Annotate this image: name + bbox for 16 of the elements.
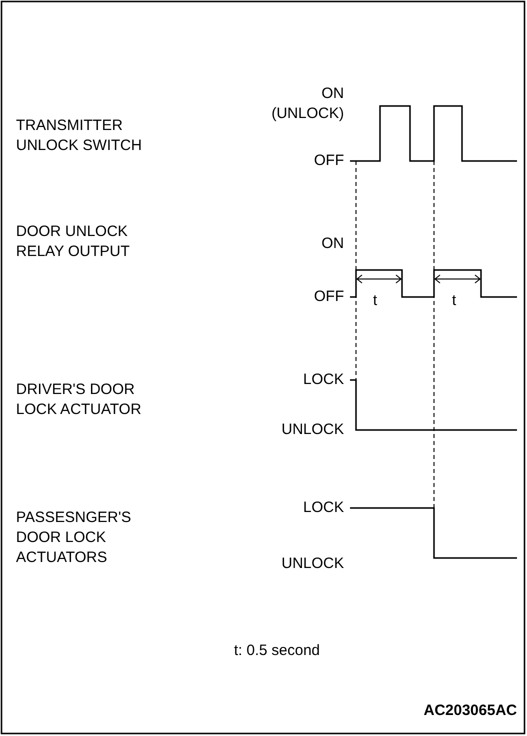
signal-name: PASSESNGER'S DOOR LOCK ACTUATORS xyxy=(16,508,132,568)
state-label: LOCK xyxy=(303,498,344,518)
figure-code: AC203065AC xyxy=(424,701,517,721)
state-label: ON (UNLOCK) xyxy=(270,84,344,124)
note-text: t: 0.5 second xyxy=(234,641,320,661)
dimension-label: t xyxy=(373,291,378,311)
state-label: OFF xyxy=(314,151,344,171)
state-label: LOCK xyxy=(303,370,344,390)
state-label: ON xyxy=(322,234,344,254)
signal-name: TRANSMITTER UNLOCK SWITCH xyxy=(16,116,143,156)
signal-name: DOOR UNLOCK RELAY OUTPUT xyxy=(16,222,131,262)
signal-name: DRIVER'S DOOR LOCK ACTUATOR xyxy=(16,380,142,420)
state-label: UNLOCK xyxy=(281,420,344,440)
state-label: UNLOCK xyxy=(281,554,344,574)
state-label: OFF xyxy=(314,287,344,307)
dimension-label: t xyxy=(452,291,456,311)
